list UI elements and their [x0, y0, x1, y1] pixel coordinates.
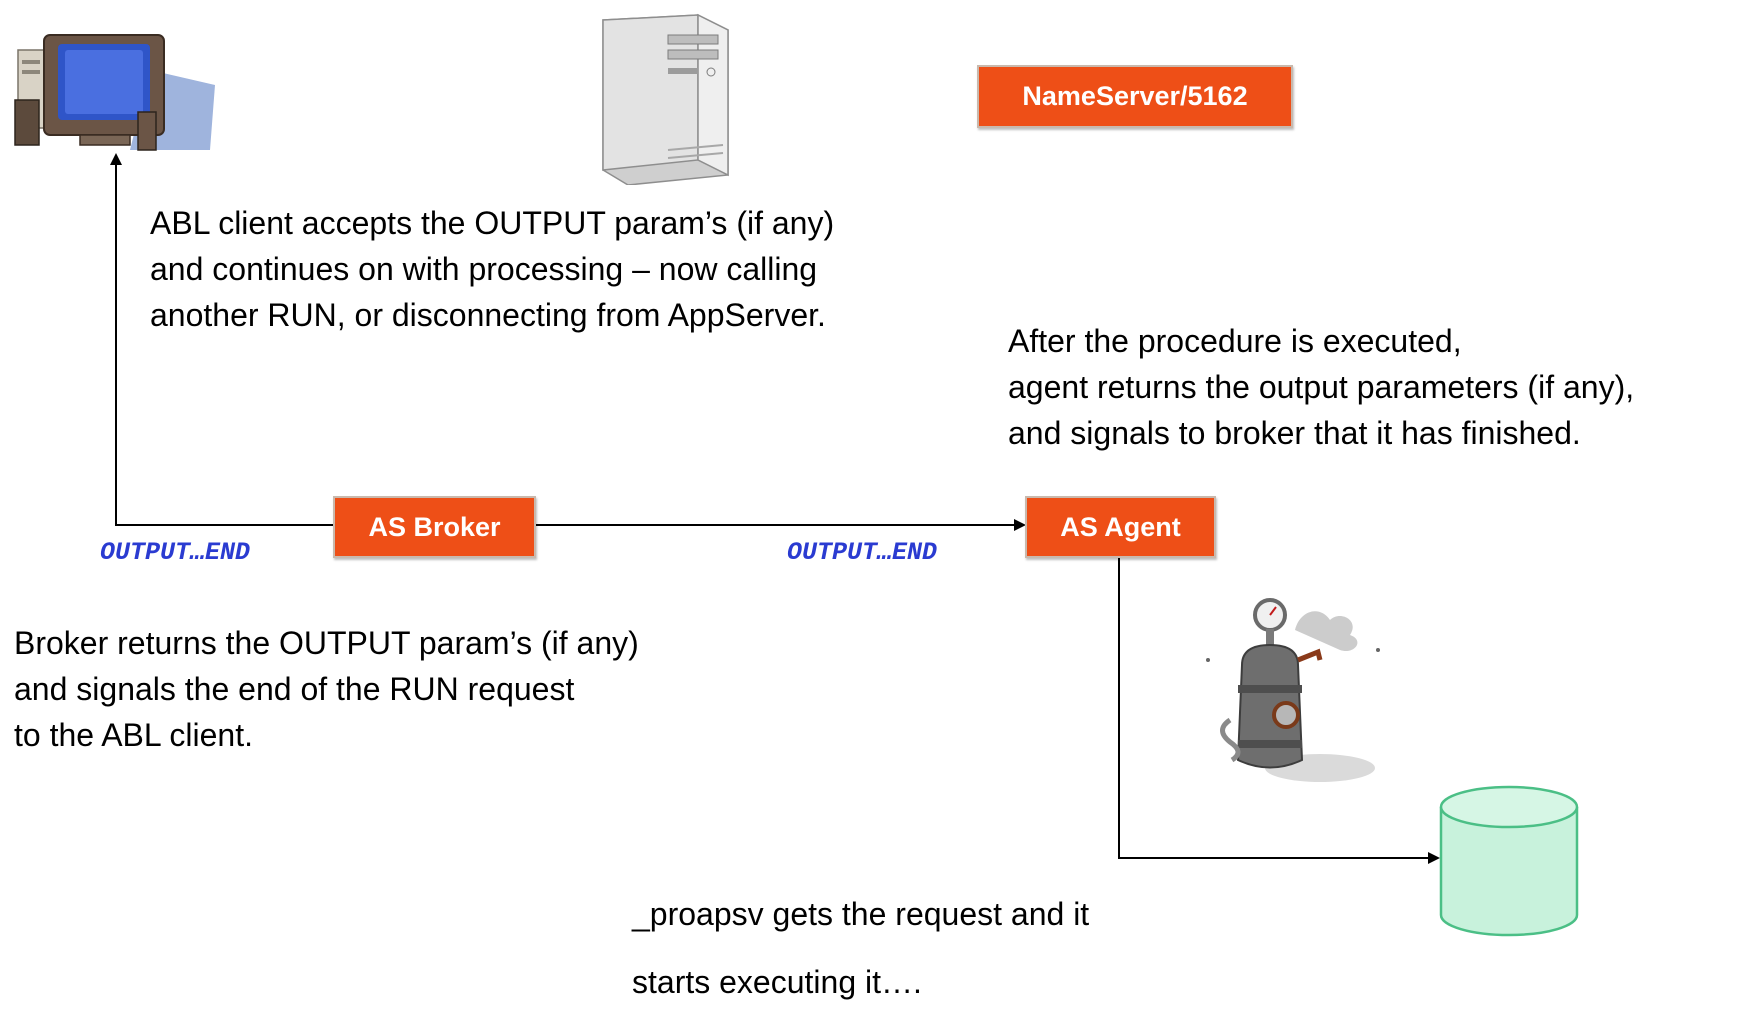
connector-layer	[110, 153, 1440, 864]
proapsv-note: _proapsv gets the request and it starts …	[632, 874, 1089, 1022]
broker-note-line: to the ABL client.	[14, 717, 253, 753]
broker-agent-message: OUTPUT…END	[787, 538, 938, 567]
agent-note: After the procedure is executed, agent r…	[1008, 318, 1634, 456]
agent-note-line: and signals to broker that it has finish…	[1008, 415, 1581, 451]
as-broker-box: AS Broker	[333, 496, 536, 558]
client-note-line: another RUN, or disconnecting from AppSe…	[150, 297, 826, 333]
broker-note: Broker returns the OUTPUT param’s (if an…	[14, 620, 639, 758]
broker-label: AS Broker	[368, 511, 501, 542]
client-note: ABL client accepts the OUTPUT param’s (i…	[150, 200, 834, 338]
nameserver-label: NameServer/5162	[1022, 81, 1248, 111]
proapsv-note-line: _proapsv gets the request and it	[632, 896, 1090, 932]
broker-note-line: Broker returns the OUTPUT param’s (if an…	[14, 625, 639, 661]
server-tower-icon	[583, 10, 733, 186]
as-agent-box: AS Agent	[1025, 496, 1216, 558]
client-note-line: and continues on with processing – now c…	[150, 251, 818, 287]
agent-note-line: After the procedure is executed,	[1008, 323, 1462, 359]
agent-database-connector	[1113, 548, 1440, 864]
client-computer-icon	[10, 30, 215, 155]
broker-note-line: and signals the end of the RUN request	[14, 671, 575, 707]
proapsv-note-line: starts executing it….	[632, 964, 922, 1000]
client-note-line: ABL client accepts the OUTPUT param’s (i…	[150, 205, 835, 241]
nameserver-box: NameServer/5162	[977, 65, 1293, 128]
agent-note-line: agent returns the output parameters (if …	[1008, 369, 1635, 405]
client-broker-connector	[110, 153, 334, 526]
database-icon	[1438, 785, 1580, 940]
steam-engine-icon	[1170, 590, 1390, 805]
client-broker-message: OUTPUT…END	[100, 538, 251, 567]
agent-label: AS Agent	[1060, 511, 1181, 542]
